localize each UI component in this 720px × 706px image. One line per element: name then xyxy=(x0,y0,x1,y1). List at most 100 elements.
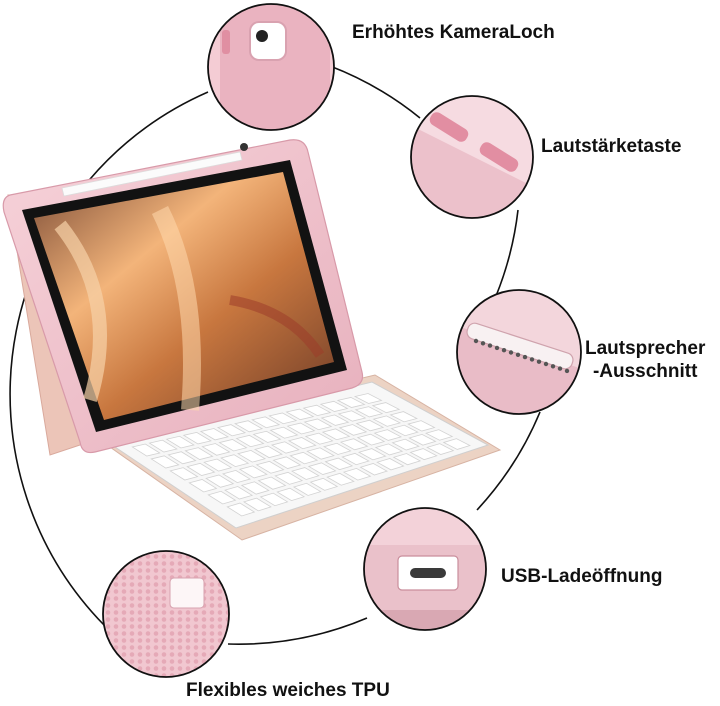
keyboard-key xyxy=(287,437,317,450)
speaker-hole xyxy=(508,350,514,355)
keyboard-key xyxy=(292,482,322,496)
keyboard-key xyxy=(324,457,354,471)
speaker-hole xyxy=(529,357,535,362)
keyboard-key xyxy=(240,481,270,495)
keyboard-key xyxy=(426,443,455,455)
keyboard-key xyxy=(371,402,401,414)
keyboard-key xyxy=(188,479,218,493)
camera-detail-circle xyxy=(207,3,335,131)
keyboard-key xyxy=(201,443,231,456)
speaker-hole xyxy=(536,359,542,364)
keyboard-key xyxy=(270,441,300,454)
tpu-detail-circle xyxy=(102,550,230,678)
keyboard-key xyxy=(242,497,272,512)
keyboard-key xyxy=(251,416,281,429)
volume-button-label: Lautstärketaste xyxy=(541,136,682,157)
volume-detail-circle xyxy=(410,95,534,219)
keyboard-key xyxy=(389,411,418,423)
keyboard-key xyxy=(307,462,337,475)
keyboard-key xyxy=(255,460,285,474)
keyboard-key xyxy=(184,447,214,460)
speaker-hole xyxy=(501,348,507,353)
keyboard-key xyxy=(269,426,299,439)
keyboard-key xyxy=(409,448,438,461)
keyboard-key xyxy=(220,454,250,468)
speaker-detail-circle xyxy=(456,289,582,415)
speaker-hole xyxy=(487,343,493,348)
keyboard-key xyxy=(224,486,254,500)
keyboard-key xyxy=(355,419,385,432)
speaker-hole xyxy=(522,354,528,360)
keyboard-key xyxy=(374,443,404,456)
keyboard-key xyxy=(182,431,212,445)
keyboard-key xyxy=(289,451,319,465)
speaker-hole xyxy=(480,341,486,346)
speaker-hole xyxy=(473,338,479,344)
keyboard-key xyxy=(216,424,247,437)
keyboard-key xyxy=(186,462,216,476)
keyboard-key xyxy=(257,476,287,490)
keyboard-key xyxy=(205,474,235,488)
tablet-case-product xyxy=(2,139,502,541)
keyboard-key xyxy=(372,415,402,427)
keyboard-key xyxy=(408,433,437,446)
keyboard-key xyxy=(148,439,178,453)
keyboard-key xyxy=(339,438,369,451)
keyboard-key xyxy=(390,424,419,437)
connector-ring xyxy=(9,65,541,645)
keyboard-key xyxy=(303,418,333,431)
keyboard-key xyxy=(304,432,334,445)
keyboard-key xyxy=(323,442,352,455)
keyboard-key xyxy=(342,467,372,481)
keyboard-key xyxy=(320,414,350,426)
keyboard-key xyxy=(309,477,339,491)
keyboard-key xyxy=(272,456,302,469)
keyboard-key xyxy=(359,463,388,476)
keyboard-key xyxy=(234,420,264,433)
keyboard-key xyxy=(276,487,306,502)
keyboard-key xyxy=(373,429,403,441)
keyboard-key xyxy=(169,467,199,481)
keyboard-key xyxy=(274,471,304,485)
keyboard-key xyxy=(237,449,267,463)
keyboard-key xyxy=(407,420,436,432)
keyboard-key xyxy=(356,433,386,446)
keyboard-key xyxy=(207,490,237,505)
keyboard-key xyxy=(336,397,366,408)
keyboard-key xyxy=(167,451,197,465)
speaker-label-line2: -Ausschnitt xyxy=(592,361,698,382)
keyboard-key xyxy=(226,502,256,517)
speaker-label: Lautsprecher -Ausschnitt xyxy=(585,337,705,383)
keyboard-key xyxy=(238,465,268,479)
keyboard-key xyxy=(319,400,349,412)
keyboard-key xyxy=(358,448,387,461)
keyboard-key xyxy=(131,443,161,457)
keyboard-key xyxy=(203,458,233,472)
keyboard-key xyxy=(376,458,405,471)
keyboard-key xyxy=(338,424,368,436)
keyboard-key xyxy=(252,430,282,443)
speaker-hole xyxy=(564,368,570,374)
keyboard-key xyxy=(150,455,180,469)
keyboard-key xyxy=(341,452,370,466)
keyboard-key xyxy=(235,434,265,448)
camera-label: Erhöhtes KameraLoch xyxy=(352,22,555,43)
speaker-hole xyxy=(550,364,556,369)
speaker-hole xyxy=(494,345,500,351)
speaker-hole xyxy=(557,366,563,371)
keyboard-key xyxy=(354,406,384,418)
keyboard-key xyxy=(165,435,195,449)
keyboard-key xyxy=(268,412,298,425)
speaker-hole xyxy=(515,352,521,357)
usb-detail-circle xyxy=(363,507,487,631)
keyboard-key xyxy=(218,439,248,452)
keyboard-key xyxy=(337,410,367,422)
keyboard-key xyxy=(199,428,230,441)
keyboard-key xyxy=(424,429,454,441)
keyboard-key xyxy=(286,422,316,435)
keyboard-key xyxy=(392,453,422,466)
keyboard-key xyxy=(291,467,320,480)
speaker-label-line1: Lautsprecher xyxy=(585,338,706,359)
